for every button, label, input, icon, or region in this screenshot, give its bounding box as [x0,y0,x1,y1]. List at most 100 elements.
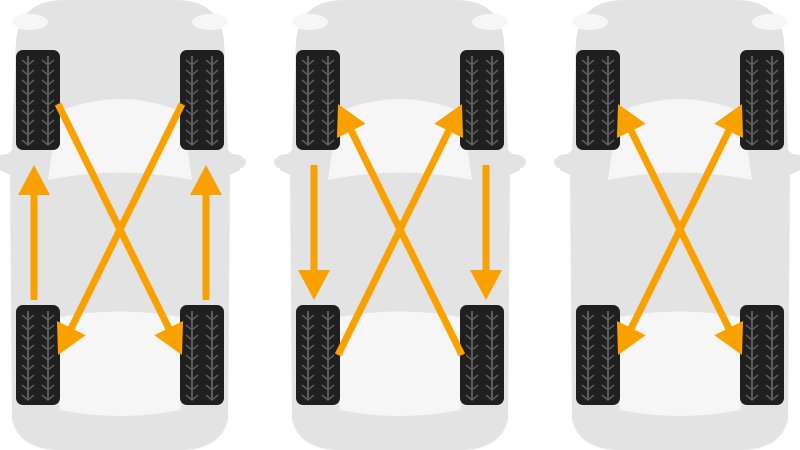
tire-tread-chevron [21,59,55,67]
tire-tread-chevron [581,99,615,107]
tire-tread-chevron [301,334,335,342]
tire-tread-chevron [581,79,615,87]
tire-tread-chevron [301,139,335,147]
arrow-head [616,321,646,355]
tire-tread-chevron [301,109,335,117]
arrow-shaft [66,102,186,334]
tire-tread-chevron [301,354,335,362]
tire-tread-chevron [301,364,335,372]
tire-tread-chevron [465,139,499,147]
rotation-arrow [190,165,222,300]
tire-tread-chevron [185,129,219,137]
tire-tread-chevron [581,129,615,137]
tire-tread-chevron [21,99,55,107]
tire-front-left [16,50,60,150]
tire-rear-left [576,305,620,405]
headlight-left [572,14,608,30]
tire-tread-chevron [185,384,219,392]
tire-tread-chevron [581,344,615,352]
tire-tread-chevron [21,394,55,402]
arrow-head [434,104,464,138]
tire-tread-chevron [21,344,55,352]
tire-tread-chevron [465,79,499,87]
tire-rear-right [460,305,504,405]
tire-tread-chevron [21,374,55,382]
rotation-arrow [298,165,330,300]
tire-tread-chevron [745,354,779,362]
tire-tread-chevron [301,119,335,127]
tire-tread-chevron [21,384,55,392]
tire-front-left [296,50,340,150]
headlight-right [192,14,228,30]
arrow-shaft [626,125,734,334]
tire-tread-chevron [21,314,55,322]
tire-tread-chevron [465,129,499,137]
headlight-left [292,14,328,30]
windshield [608,99,752,180]
tire-tread-chevron [745,69,779,77]
tire-tread-chevron [745,324,779,332]
tire-tread-chevron [301,59,335,67]
rotation-arrow [334,104,464,357]
tire-tread-chevron [745,139,779,147]
tire-tread-chevron [465,69,499,77]
tire-tread-chevron [21,109,55,117]
windshield [328,99,472,180]
tire-tread-chevron [745,344,779,352]
tire-tread-chevron [465,354,499,362]
tire-tread-chevron [301,374,335,382]
tire-tread-chevron [465,334,499,342]
side-mirror-right [778,154,800,170]
tire-tread-chevron [21,364,55,372]
side-mirror-right [498,154,526,170]
arrow-head [190,165,222,195]
tire-tread-chevron [185,324,219,332]
arrow-shaft [54,102,174,334]
tire-tread-chevron [581,364,615,372]
tire-tread-chevron [21,334,55,342]
tire-tread-chevron [301,89,335,97]
tire-tread-chevron [21,69,55,77]
tire-tread-chevron [301,79,335,87]
tire-tread-chevron [745,99,779,107]
car-diagram-rear-cross [0,0,246,450]
tire-rear-right [740,305,784,405]
tire-tread-chevron [301,384,335,392]
tire-tread-chevron [745,384,779,392]
tire-front-right [460,50,504,150]
tire-tread-chevron [185,59,219,67]
tire-tread-chevron [745,374,779,382]
tire-tread-chevron [301,129,335,137]
tire-front-right [740,50,784,150]
tire-tread-chevron [21,129,55,137]
tire-tread-chevron [21,79,55,87]
tire-tread-chevron [21,324,55,332]
headlight-right [752,14,788,30]
rear-window [614,311,746,416]
tire-rear-right [180,305,224,405]
tire-tread-chevron [185,119,219,127]
arrow-head [298,270,330,300]
tire-tread-chevron [581,109,615,117]
tire-tread-chevron [21,119,55,127]
headlight-left [12,14,48,30]
tire-tread-chevron [21,89,55,97]
tire-tread-chevron [581,89,615,97]
tire-tread-chevron [185,99,219,107]
rotation-arrow [470,165,502,300]
tire-tread-chevron [185,109,219,117]
tire-tread-chevron [745,129,779,137]
tire-tread-chevron [465,394,499,402]
arrow-head [18,165,50,195]
tire-tread-chevron [185,364,219,372]
tire-tread-chevron [185,354,219,362]
car-diagram-forward-cross [274,0,526,450]
side-mirror-right [218,154,246,170]
headlight-right [472,14,508,30]
tire-tread-chevron [581,314,615,322]
tire-tread-chevron [185,374,219,382]
arrow-head [336,104,366,138]
tire-front-left [576,50,620,150]
